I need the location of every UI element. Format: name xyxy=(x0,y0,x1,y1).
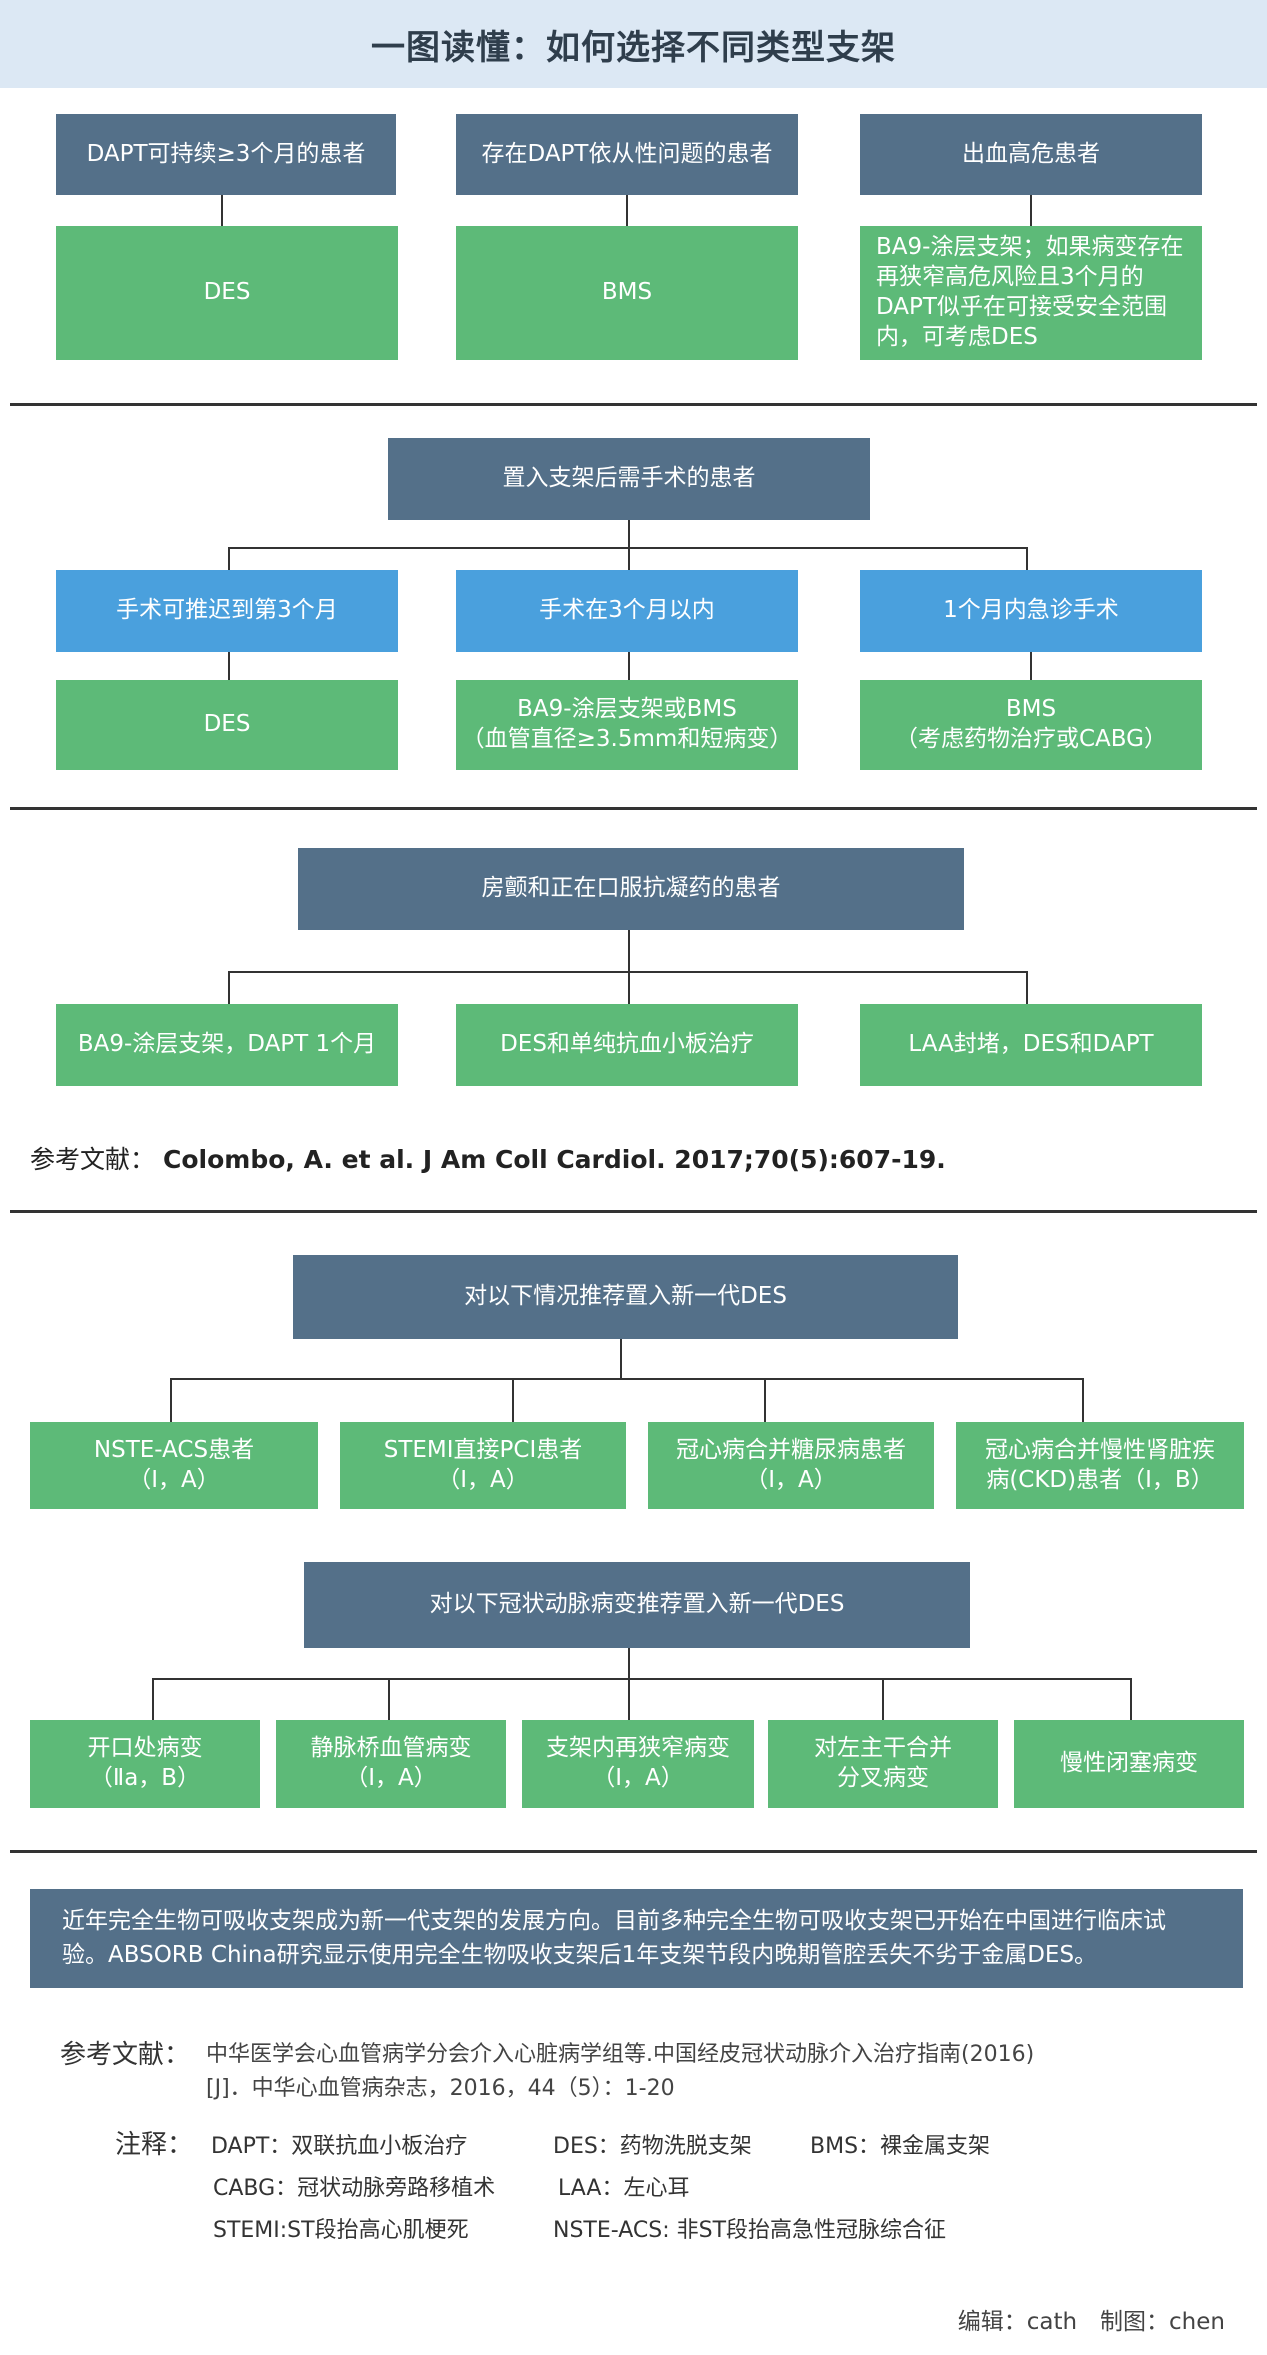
reference-2-value: 中华医学会心血管病学分会介入心脏病学组等.中国经皮冠状动脉介入治疗指南(2016… xyxy=(206,2042,1035,2102)
s2-mid-within-3m: 手术在3个月以内 xyxy=(456,570,798,652)
divider xyxy=(10,403,1257,406)
s5-item-in-stent-restenosis: 支架内再狭窄病变 （Ⅰ，A） xyxy=(522,1720,754,1808)
s1-head-bleeding-risk: 出血高危患者 xyxy=(860,114,1202,195)
connector xyxy=(152,1678,154,1720)
connector xyxy=(882,1678,884,1720)
connector xyxy=(1030,195,1032,226)
credit-line: 编辑：cath 制图：chen xyxy=(957,2309,1225,2335)
abbr-stemi: STEMI:ST段抬高心肌梗死 xyxy=(213,2218,469,2243)
s5-item-left-main-bifurcation: 对左主干合并 分叉病变 xyxy=(768,1720,998,1808)
connector xyxy=(388,1678,390,1720)
divider xyxy=(10,1850,1257,1853)
s2-root: 置入支架后需手术的患者 xyxy=(388,438,870,520)
connector xyxy=(628,520,630,548)
connector xyxy=(628,652,630,680)
connector xyxy=(170,1378,1084,1380)
title-banner: 一图读懂：如何选择不同类型支架 xyxy=(0,0,1267,88)
connector xyxy=(228,971,230,1004)
s1-head-dapt-3m: DAPT可持续≥3个月的患者 xyxy=(56,114,396,195)
connector xyxy=(152,1678,1132,1680)
connector xyxy=(221,195,223,226)
s3-root: 房颤和正在口服抗凝药的患者 xyxy=(298,848,964,930)
connector xyxy=(1030,652,1032,680)
s4-item-diabetes: 冠心病合并糖尿病患者 （Ⅰ，A） xyxy=(648,1422,934,1509)
page-title: 一图读懂：如何选择不同类型支架 xyxy=(371,27,896,68)
s2-result-bms: BMS （考虑药物治疗或CABG） xyxy=(860,680,1202,770)
s3-result-des-antiplatelet: DES和单纯抗血小板治疗 xyxy=(456,1004,798,1086)
s1-result-bms: BMS xyxy=(456,226,798,360)
connector xyxy=(628,971,630,1004)
s4-item-ckd: 冠心病合并慢性肾脏疾 病(CKD)患者（Ⅰ，B） xyxy=(956,1422,1244,1509)
connector xyxy=(628,1678,630,1720)
reference-1-label: 参考文献： xyxy=(30,1145,156,1174)
connector xyxy=(628,547,630,570)
connector xyxy=(1026,547,1028,570)
s1-result-ba9: BA9-涂层支架；如果病变存在再狭窄高危风险且3个月的DAPT似乎在可接受安全范… xyxy=(860,226,1202,360)
notes-label: 注释： xyxy=(115,2130,194,2160)
s1-head-dapt-compliance: 存在DAPT依从性问题的患者 xyxy=(456,114,798,195)
connector xyxy=(626,195,628,226)
s4-item-nste-acs: NSTE-ACS患者 （Ⅰ，A） xyxy=(30,1422,318,1509)
divider xyxy=(10,1210,1257,1213)
s1-result-des: DES xyxy=(56,226,398,360)
s3-result-laa: LAA封堵，DES和DAPT xyxy=(860,1004,1202,1086)
s2-mid-postpone: 手术可推迟到第3个月 xyxy=(56,570,398,652)
abbr-cabg: CABG：冠状动脉旁路移植术 xyxy=(213,2176,496,2201)
connector xyxy=(1130,1678,1132,1720)
connector xyxy=(512,1378,514,1422)
s2-result-des: DES xyxy=(56,680,398,770)
s5-item-ostial: 开口处病变 （Ⅱa，B） xyxy=(30,1720,260,1808)
s3-result-ba9: BA9-涂层支架，DAPT 1个月 xyxy=(56,1004,398,1086)
reference-2-label: 参考文献： xyxy=(60,2040,191,2070)
connector xyxy=(1026,971,1028,1004)
connector xyxy=(228,547,230,570)
abbr-des: DES：药物洗脱支架 xyxy=(553,2134,752,2159)
s2-mid-emergency: 1个月内急诊手术 xyxy=(860,570,1202,652)
connector xyxy=(228,652,230,680)
connector xyxy=(628,1648,630,1679)
connector xyxy=(1082,1378,1084,1422)
abbr-laa: LAA：左心耳 xyxy=(558,2176,690,2201)
note-text: 近年完全生物可吸收支架成为新一代支架的发展方向。目前多种完全生物可吸收支架已开始… xyxy=(62,1908,1166,1968)
connector xyxy=(628,930,630,972)
s4-item-stemi: STEMI直接PCI患者 （Ⅰ，A） xyxy=(340,1422,626,1509)
divider xyxy=(10,807,1257,810)
s4-root: 对以下情况推荐置入新一代DES xyxy=(293,1255,958,1339)
s5-item-cto: 慢性闭塞病变 xyxy=(1014,1720,1244,1808)
reference-1-value: Colombo, A. et al. J Am Coll Cardiol. 20… xyxy=(163,1145,946,1174)
connector xyxy=(764,1378,766,1422)
connector xyxy=(170,1378,172,1422)
s5-root: 对以下冠状动脉病变推荐置入新一代DES xyxy=(304,1562,970,1648)
abbr-dapt: DAPT：双联抗血小板治疗 xyxy=(211,2134,468,2159)
s2-result-ba9-bms: BA9-涂层支架或BMS （血管直径≥3.5mm和短病变） xyxy=(456,680,798,770)
s5-item-vein-graft: 静脉桥血管病变 （Ⅰ，A） xyxy=(276,1720,506,1808)
connector xyxy=(620,1339,622,1379)
abbr-bms: BMS：裸金属支架 xyxy=(810,2134,991,2159)
reference-1: 参考文献：Colombo, A. et al. J Am Coll Cardio… xyxy=(30,1140,946,1176)
abbr-nste-acs: NSTE-ACS: 非ST段抬高急性冠脉综合征 xyxy=(553,2218,947,2243)
bioresorbable-note: 近年完全生物可吸收支架成为新一代支架的发展方向。目前多种完全生物可吸收支架已开始… xyxy=(30,1889,1243,1988)
